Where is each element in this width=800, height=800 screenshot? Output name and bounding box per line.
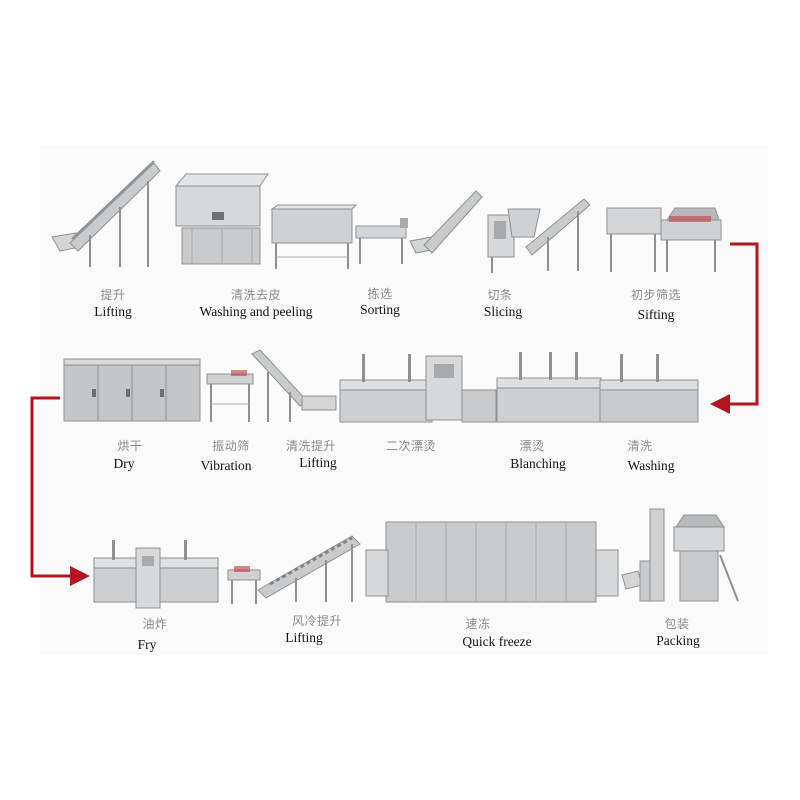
step-10-label-en: Vibration [201,458,252,474]
step-2-label-zh: 清洗去皮 [231,286,281,303]
step-14-label-zh: 速冻 [465,615,490,632]
step-4-label-zh: 切条 [487,286,512,303]
step-8-label-zh: 二次漂烫 [386,437,436,454]
step-3-label-zh: 拣选 [367,285,392,302]
step-5-label-zh: 初步筛选 [631,286,681,303]
quick-freezer-tunnel [364,520,620,604]
step-9-label-zh: 清洗提升 [286,437,336,454]
washing-machine [598,352,702,426]
flow-arrow-row2-to-row3 [22,390,97,590]
step-15-label-en: Packing [656,633,700,649]
step-3-label-en: Sorting [360,302,400,318]
step-4-label-en: Slicing [484,304,522,320]
step-10-label-zh: 振动筛 [212,437,250,454]
step-1-label-zh: 提升 [100,286,125,303]
washing-peeling-machine [172,172,272,270]
sorting-washer-tank [268,205,360,271]
incline-lifting-conveyor-1 [50,155,160,275]
air-cooling-lifting-conveyor [256,532,362,604]
step-1-label-en: Lifting [94,304,132,320]
step-6-label-zh: 清洗 [627,437,652,454]
washing-lifting-conveyor [248,348,340,424]
sorting-table [352,218,412,266]
step-13-label-en: Lifting [285,630,323,646]
step-14-label-en: Quick freeze [462,634,531,650]
secondary-blanching-machine [338,350,498,426]
step-13-label-zh: 风冷提升 [292,612,342,629]
slicing-line [408,185,598,275]
step-6-label-en: Washing [628,458,675,474]
step-5-label-en: Sifting [638,307,675,323]
step-9-label-en: Lifting [299,455,337,471]
packing-machine [620,505,742,605]
frying-machine [92,538,224,610]
step-11-label-en: Dry [114,456,135,472]
step-7-label-en: Blanching [510,456,566,472]
step-7-label-zh: 漂烫 [519,437,544,454]
step-12-label-zh: 油炸 [142,615,167,632]
step-12-label-en: Fry [138,637,157,653]
flow-arrow-row1-to-row2 [700,240,770,420]
blanching-machine [495,350,605,426]
step-11-label-zh: 烘干 [117,437,142,454]
step-15-label-zh: 包装 [664,615,689,632]
step-2-label-en: Washing and peeling [200,304,313,320]
